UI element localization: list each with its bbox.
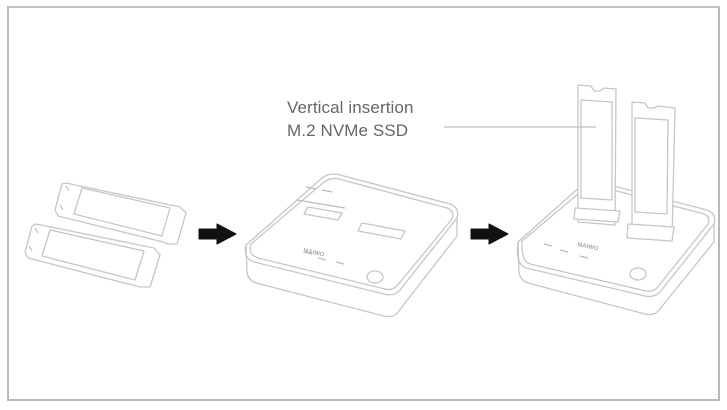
caption-line-1: Vertical insertion (287, 98, 414, 117)
docking-station-with-ssds: MAIWO (516, 84, 716, 316)
caption-line-2: M.2 NVMe SSD (287, 121, 409, 140)
svg-text:MAIWO: MAIWO (303, 248, 325, 258)
docking-station: MAIWO (244, 173, 459, 318)
arrow-right-icon (470, 223, 509, 245)
ssd-stick-bottom (24, 223, 161, 288)
ssd-stick-top (54, 182, 187, 245)
svg-text:MAIWO: MAIWO (577, 242, 599, 252)
caption: Vertical insertion M.2 NVMe SSD (287, 96, 414, 142)
image-frame (7, 6, 720, 401)
arrow-right-icon (198, 223, 237, 245)
